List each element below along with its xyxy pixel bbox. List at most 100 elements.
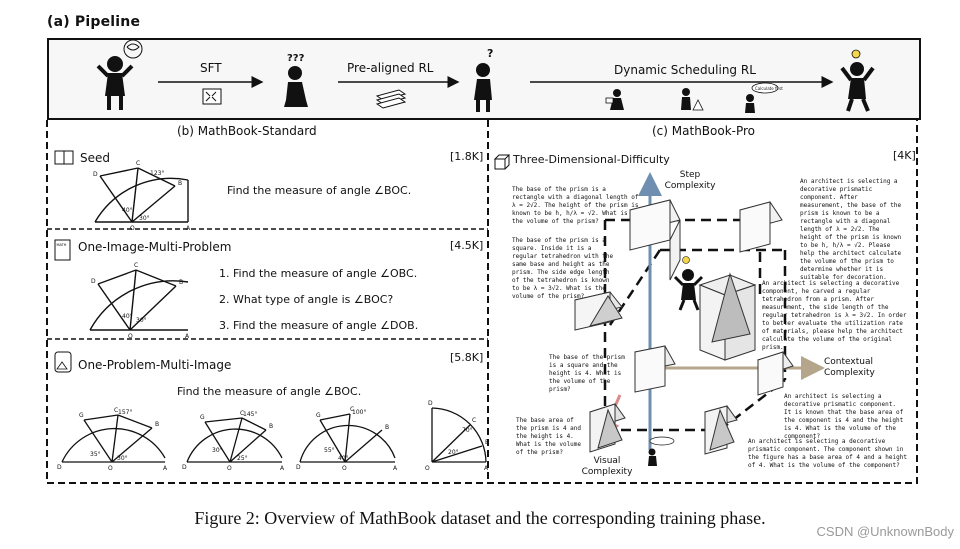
step-label: Step Complexity [664, 170, 716, 191]
svg-text:O: O [342, 465, 347, 472]
prism-bottom-left [589, 403, 626, 453]
oimp-label: One-Image-Multi-Problem [78, 240, 232, 254]
svg-text:O: O [128, 333, 133, 340]
svg-text:55°: 55° [324, 447, 335, 454]
svg-text:B: B [155, 421, 159, 428]
pro-title: (c) MathBook-Pro [652, 124, 756, 138]
svg-text:100°: 100° [352, 409, 366, 416]
prism-mid-left [574, 291, 623, 331]
pro-left-text-1: The base of the prism is a rectangle wit… [512, 186, 639, 225]
figure-cone-icon [681, 88, 704, 111]
prism-bottom-right [704, 405, 738, 455]
svg-text:35°: 35° [90, 451, 101, 458]
shuffle-icon [202, 88, 222, 105]
svg-text:B: B [269, 423, 273, 430]
pro-right-text-4: An architect is selecting a decorative p… [748, 438, 907, 469]
opmi-diagram-3 [299, 413, 396, 463]
opmi-label: One-Problem-Multi-Image [78, 358, 232, 372]
svg-text:40°: 40° [122, 207, 133, 214]
svg-text:G: G [200, 414, 205, 421]
seed-count: [1.8K] [450, 150, 484, 163]
cube-label: Three-Dimensional-Difficulty [513, 153, 670, 166]
figure-thinking-icon: ? [474, 47, 493, 112]
pro-right-text-2: An architect is selecting a decorative c… [762, 280, 907, 351]
oimp-question-3: 3. Find the measure of angle ∠DOB. [219, 319, 419, 332]
svg-text:A: A [163, 465, 168, 472]
opmi-diagram-2 [186, 417, 283, 463]
svg-text:D: D [57, 464, 62, 471]
svg-text:D: D [91, 278, 96, 285]
svg-text:A: A [280, 465, 285, 472]
svg-text:MATH: MATH [57, 243, 67, 247]
svg-text:30°: 30° [117, 455, 128, 462]
figure-small-bubble-icon [648, 436, 675, 466]
svg-text:123°: 123° [150, 170, 164, 177]
svg-text:C: C [134, 262, 138, 269]
opmi-diagram-1 [61, 414, 166, 463]
contextual-label: Contextual Complexity [824, 357, 875, 378]
svg-text:C: C [350, 406, 354, 413]
svg-text:157°: 157° [118, 409, 132, 416]
svg-text:Calculate first: Calculate first [755, 86, 783, 91]
svg-text:30°: 30° [136, 317, 147, 324]
oimp-question-1: 1. Find the measure of angle ∠OBC. [219, 267, 418, 280]
prism-center [698, 272, 757, 361]
cube-icon [493, 154, 511, 170]
svg-text:20°: 20° [448, 449, 459, 456]
oimp-question-2: 2. What type of angle is ∠BOC? [219, 293, 394, 306]
svg-text:145°: 145° [243, 411, 257, 418]
prism-mid-right [634, 345, 676, 393]
svg-text:C: C [136, 160, 140, 167]
svg-text:G: G [316, 412, 321, 419]
svg-text:D: D [182, 464, 187, 471]
svg-text:C: C [240, 410, 244, 417]
svg-text:A: A [185, 333, 190, 340]
dynamic-label: Dynamic Scheduling RL [614, 63, 756, 77]
oimp-angle-diagram [89, 269, 189, 331]
svg-text:A: A [393, 465, 398, 472]
seed-angle-diagram [94, 167, 189, 223]
figure-confused-icon [96, 39, 143, 110]
svg-text:O: O [108, 465, 113, 472]
svg-text:70°: 70° [462, 427, 473, 434]
prism-contextual [757, 351, 794, 396]
figure-bubble-icon: Calculate first [745, 82, 783, 113]
svg-text:40°: 40° [338, 455, 349, 462]
svg-text:B: B [485, 439, 489, 446]
pro-left-text-3: The base of the prism is a square and th… [549, 354, 625, 393]
svg-text:?: ? [487, 47, 493, 60]
svg-text:B: B [385, 424, 389, 431]
svg-text:O: O [130, 225, 135, 232]
prealigned-label: Pre-aligned RL [347, 61, 434, 75]
svg-text:C: C [472, 417, 476, 424]
seed-question: Find the measure of angle ∠BOC. [227, 184, 412, 197]
pro-left-text-2: The base of the prism is a square. Insid… [512, 237, 614, 300]
pro-left-text-4: The base area of the prism is 4 and the … [516, 417, 582, 456]
lower-border [46, 120, 918, 484]
pro-right-text-3: An architect is selecting a decorative p… [784, 393, 904, 440]
svg-text:D: D [428, 400, 433, 407]
svg-text:A: A [186, 225, 191, 232]
svg-text:G: G [79, 412, 84, 419]
opmi-diagram-4 [431, 407, 487, 463]
svg-text:B: B [179, 279, 183, 286]
svg-text:30°: 30° [139, 215, 150, 222]
svg-text:C: C [114, 407, 118, 414]
reading-figure-icon [605, 89, 624, 110]
svg-text:30°: 30° [212, 447, 223, 454]
svg-text:D: D [296, 464, 301, 471]
svg-text:O: O [227, 465, 232, 472]
pro-count: [4K] [893, 149, 916, 162]
prism-top-left [629, 199, 681, 281]
pro-right-text-1: An architect is selecting a decorative p… [800, 178, 902, 281]
visual-label: Visual Complexity [581, 456, 633, 477]
svg-text:40°: 40° [122, 313, 133, 320]
math-doc-icon [54, 239, 71, 261]
svg-text:B: B [178, 180, 182, 187]
oimp-count: [4.5K] [450, 239, 484, 252]
opmi-question: Find the measure of angle ∠BOC. [177, 385, 362, 398]
pipeline-title: (a) Pipeline [47, 14, 141, 30]
difficulty-cube [603, 218, 787, 432]
svg-text:D: D [93, 171, 98, 178]
